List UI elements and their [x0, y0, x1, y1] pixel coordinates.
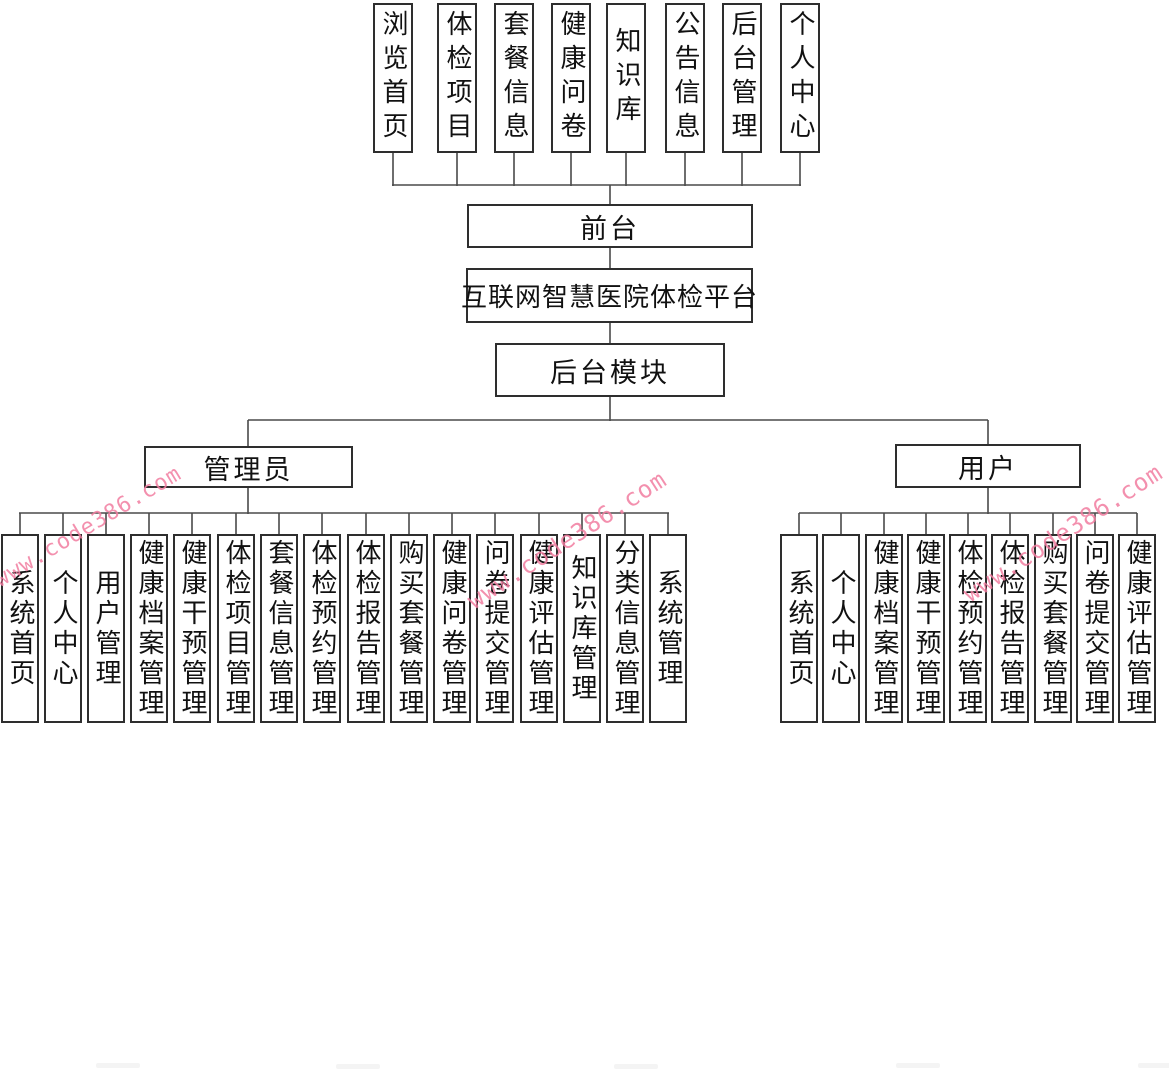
user-module-label: 个人中心	[826, 568, 856, 689]
admin-module-label: 健康干预管理	[177, 538, 207, 719]
user-node-label: 用户	[958, 453, 1018, 485]
front-module-label: 套餐信息	[499, 10, 529, 146]
user-module-box: 健康干预管理	[907, 534, 945, 723]
front-module-box: 知识库	[606, 3, 646, 153]
front-module-label: 健康问卷	[556, 10, 586, 146]
admin-module-box: 分类信息管理	[606, 534, 644, 723]
user-module-box: 健康档案管理	[865, 534, 903, 723]
backend-node-label: 后台模块	[550, 357, 670, 389]
front-node-label: 前台	[580, 213, 640, 245]
admin-module-box: 系统首页	[1, 534, 39, 723]
user-module-box: 问卷提交管理	[1076, 534, 1114, 723]
front-module-label: 知识库	[611, 27, 641, 129]
admin-module-box: 体检预约管理	[303, 534, 341, 723]
user-module-box: 购买套餐管理	[1034, 534, 1072, 723]
front-module-box: 后台管理	[722, 3, 762, 153]
front-module-label: 个人中心	[785, 10, 815, 146]
admin-module-label: 健康评估管理	[524, 538, 554, 719]
scan-artifact	[96, 1063, 140, 1068]
admin-module-label: 用户管理	[91, 568, 121, 689]
user-module-label: 系统首页	[784, 568, 814, 689]
platform-title-node: 互联网智慧医院体检平台	[461, 268, 757, 323]
backend-node: 后台模块	[495, 343, 725, 397]
admin-module-label: 体检预约管理	[307, 538, 337, 719]
admin-module-box: 系统管理	[649, 534, 687, 723]
front-node: 前台	[467, 204, 753, 248]
user-module-label: 购买套餐管理	[1038, 538, 1068, 719]
user-module-label: 健康档案管理	[869, 538, 899, 719]
admin-module-box: 用户管理	[87, 534, 125, 723]
user-module-box: 个人中心	[822, 534, 860, 723]
user-module-label: 健康干预管理	[911, 538, 941, 719]
admin-module-box: 体检项目管理	[217, 534, 255, 723]
admin-module-label: 个人中心	[48, 568, 78, 689]
scan-artifact	[336, 1064, 380, 1069]
front-module-box: 公告信息	[665, 3, 705, 153]
scan-artifact	[614, 1064, 658, 1069]
front-module-box: 体检项目	[437, 3, 477, 153]
front-module-box: 浏览首页	[373, 3, 413, 153]
user-module-label: 问卷提交管理	[1080, 538, 1110, 719]
admin-module-label: 知识库管理	[567, 553, 597, 704]
admin-module-label: 健康问卷管理	[437, 538, 467, 719]
user-module-box: 体检预约管理	[949, 534, 987, 723]
admin-module-label: 体检报告管理	[351, 538, 381, 719]
admin-module-box: 问卷提交管理	[476, 534, 514, 723]
admin-module-label: 体检项目管理	[221, 538, 251, 719]
admin-node: 管理员	[144, 446, 353, 488]
front-module-label: 体检项目	[442, 10, 472, 146]
admin-module-box: 健康干预管理	[173, 534, 211, 723]
admin-module-box: 购买套餐管理	[390, 534, 428, 723]
admin-module-label: 系统管理	[653, 568, 683, 689]
scan-artifact	[896, 1063, 940, 1068]
admin-module-label: 购买套餐管理	[394, 538, 424, 719]
admin-module-label: 套餐信息管理	[264, 538, 294, 719]
front-module-box: 套餐信息	[494, 3, 534, 153]
user-module-label: 体检预约管理	[953, 538, 983, 719]
admin-node-label: 管理员	[203, 454, 294, 486]
user-module-box: 健康评估管理	[1118, 534, 1156, 723]
platform-title-label: 互联网智慧医院体检平台	[461, 283, 759, 313]
user-module-label: 健康评估管理	[1122, 538, 1152, 719]
scan-artifact	[1138, 1063, 1169, 1068]
front-module-label: 公告信息	[670, 10, 700, 146]
admin-module-box: 知识库管理	[563, 534, 601, 723]
admin-module-box: 健康问卷管理	[433, 534, 471, 723]
user-module-label: 体检报告管理	[995, 538, 1025, 719]
admin-module-label: 系统首页	[5, 568, 35, 689]
front-module-box: 个人中心	[780, 3, 820, 153]
admin-module-box: 体检报告管理	[347, 534, 385, 723]
admin-module-label: 问卷提交管理	[480, 538, 510, 719]
front-module-label: 浏览首页	[378, 10, 408, 146]
user-module-box: 系统首页	[780, 534, 818, 723]
admin-module-label: 分类信息管理	[610, 538, 640, 719]
user-node: 用户	[895, 444, 1081, 488]
admin-module-label: 健康档案管理	[134, 538, 164, 719]
front-module-label: 后台管理	[727, 10, 757, 146]
user-module-box: 体检报告管理	[991, 534, 1029, 723]
front-module-box: 健康问卷	[551, 3, 591, 153]
admin-module-box: 健康档案管理	[130, 534, 168, 723]
admin-module-box: 健康评估管理	[520, 534, 558, 723]
admin-module-box: 套餐信息管理	[260, 534, 298, 723]
admin-module-box: 个人中心	[44, 534, 82, 723]
